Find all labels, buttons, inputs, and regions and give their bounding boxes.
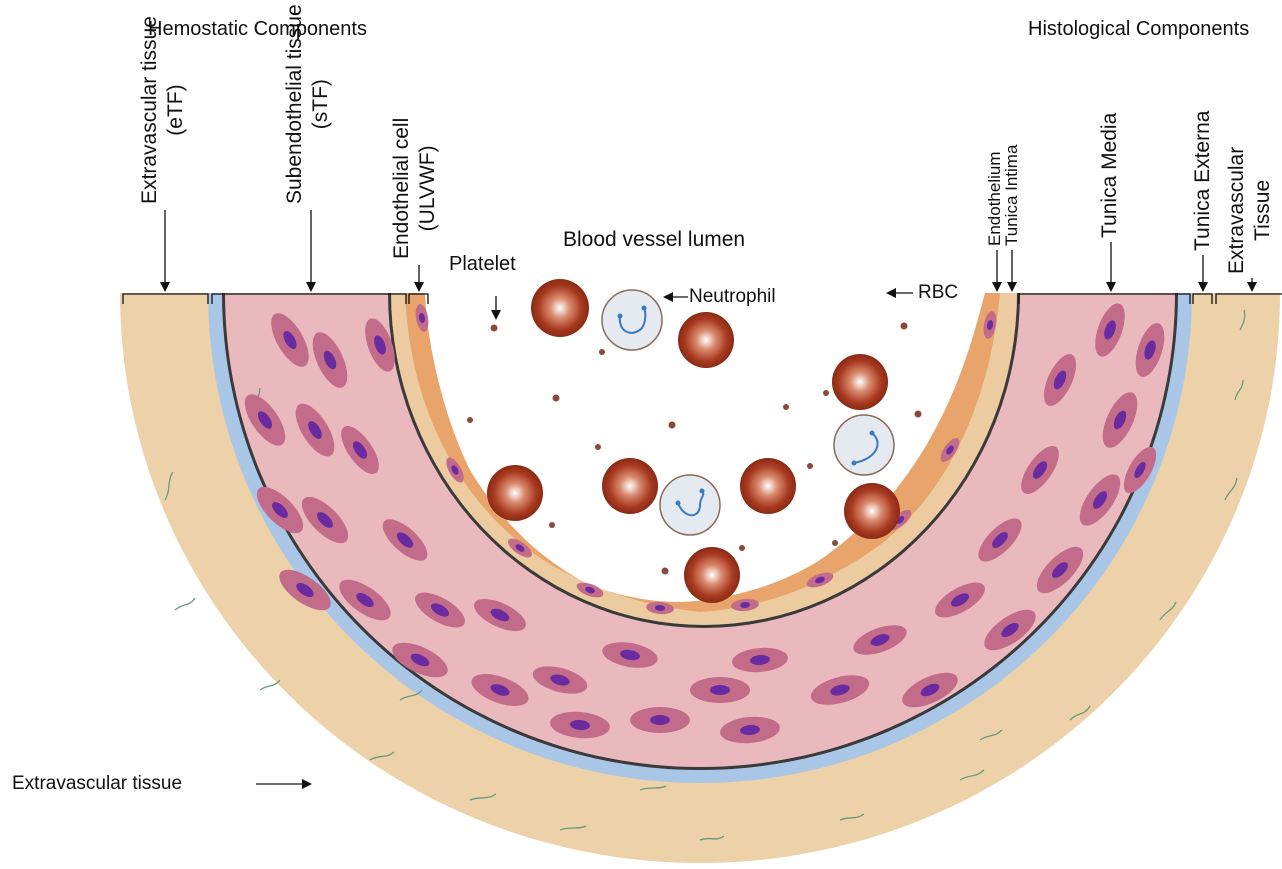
label-tunica-externa: Tunica Externa [1190,111,1216,251]
label-extravascular-tissue-right: Extravascular Tissue [1224,147,1276,274]
neutrophil-label: Neutrophil [689,286,776,308]
label-extravascular-etf: Extravascular tissue (eTF) [137,16,189,204]
label-tunica-media: Tunica Media [1097,113,1123,238]
histological-header: Histological Components [1028,18,1249,41]
extravascular-tissue-bottom-label: Extravascular tissue [12,773,182,795]
lumen-title: Blood vessel lumen [563,228,745,252]
label-endothelial-ulvwf: Endothelial cell (ULVWF) [389,118,441,259]
label-tunica-intima: Tunica Intima [1002,145,1022,246]
rbc-label: RBC [918,282,958,304]
platelet-label: Platelet [449,253,516,276]
label-subendothelial-stf: Subendothelial tissue (sTF) [282,4,334,204]
